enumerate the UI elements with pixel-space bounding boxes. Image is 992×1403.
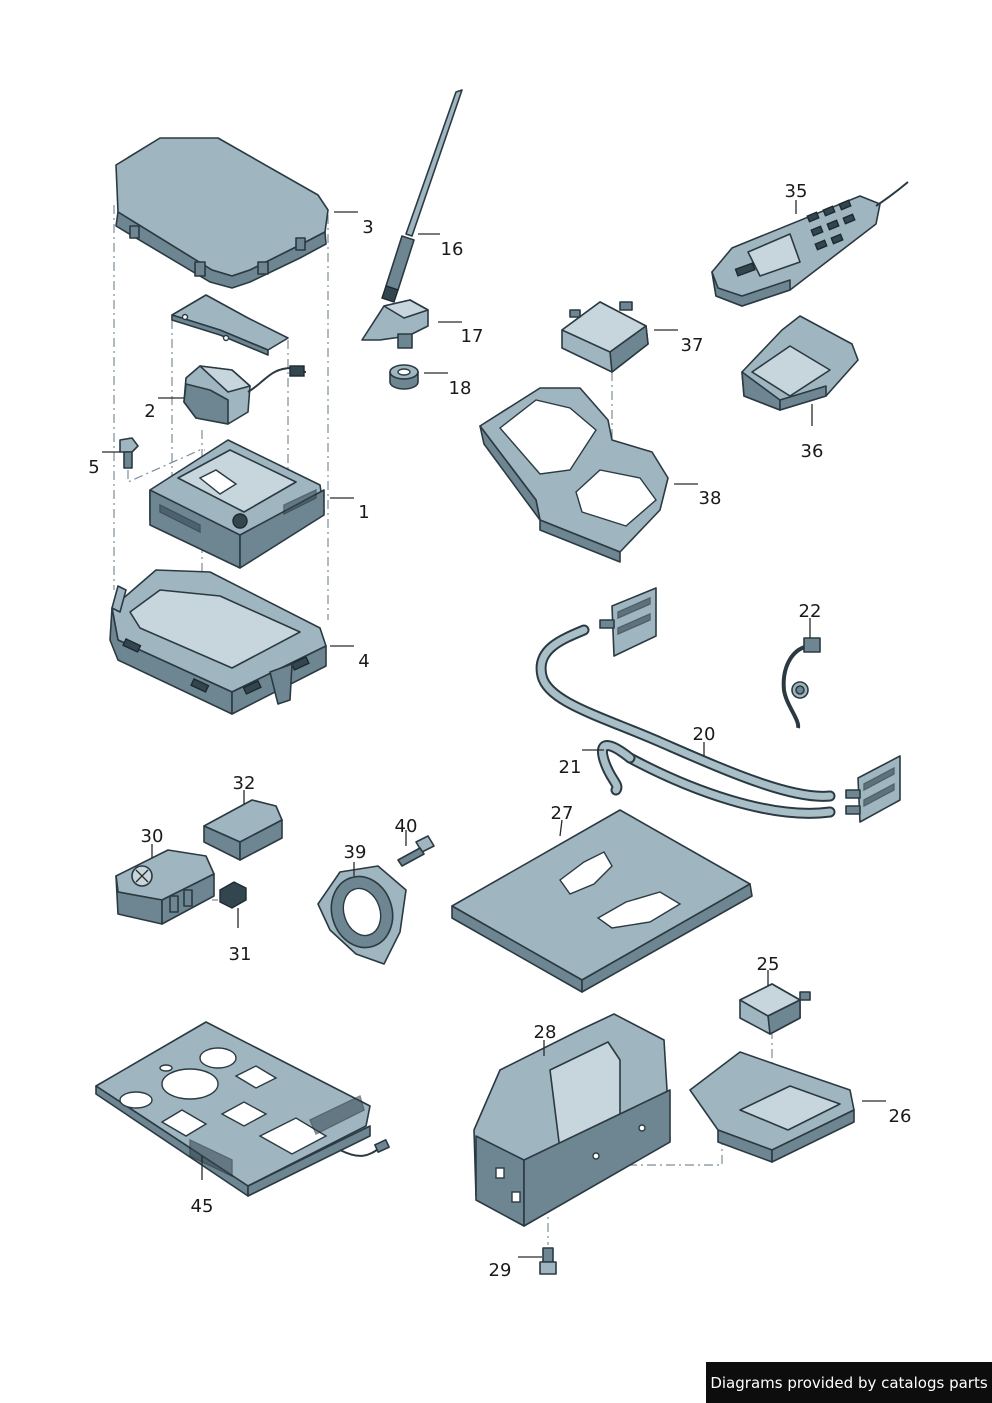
callout-40: 40 xyxy=(395,816,418,837)
credit-banner: Diagrams provided by catalogs parts xyxy=(706,1362,992,1403)
callout-16: 16 xyxy=(441,239,464,260)
part-17-antenna-base[interactable] xyxy=(361,299,429,349)
callout-29: 29 xyxy=(489,1260,512,1281)
callout-38: 38 xyxy=(699,488,722,509)
callout-37: 37 xyxy=(681,335,704,356)
leader-lines xyxy=(102,200,886,1258)
part-1-control-unit[interactable] xyxy=(149,439,325,569)
callout-labels: 3 16 17 18 2 5 1 4 35 37 36 38 22 20 21 … xyxy=(88,181,911,1281)
cable-connector-top xyxy=(599,587,657,657)
callout-28: 28 xyxy=(534,1022,557,1043)
callout-2: 2 xyxy=(144,401,155,422)
callout-20: 20 xyxy=(693,724,716,745)
part-31-connector[interactable] xyxy=(219,881,247,909)
part-40-screw[interactable] xyxy=(397,835,435,867)
part-5-bolt[interactable] xyxy=(119,437,139,469)
callout-26: 26 xyxy=(889,1106,912,1127)
part-3-cover[interactable] xyxy=(115,137,329,289)
callout-39: 39 xyxy=(344,842,367,863)
part-25-module[interactable] xyxy=(739,983,811,1035)
part-28-housing[interactable] xyxy=(473,1013,671,1227)
part-16-antenna-rod[interactable] xyxy=(381,89,463,303)
callout-36: 36 xyxy=(801,441,824,462)
callout-3: 3 xyxy=(362,217,373,238)
part-32-cap[interactable] xyxy=(203,799,283,861)
part-38-bracket[interactable] xyxy=(479,387,669,563)
part-45-panel[interactable] xyxy=(95,1021,390,1197)
callout-45: 45 xyxy=(191,1196,214,1217)
keypad-keys xyxy=(806,199,856,251)
part-2-module[interactable] xyxy=(183,365,307,425)
callout-21: 21 xyxy=(559,757,582,778)
part-22-wire-clip[interactable] xyxy=(781,637,821,729)
callout-32: 32 xyxy=(233,773,256,794)
callout-35: 35 xyxy=(785,181,808,202)
part-37-module[interactable] xyxy=(561,301,649,373)
part-4-tray[interactable] xyxy=(109,569,327,715)
callout-27: 27 xyxy=(551,803,574,824)
part-27-mounting-plate[interactable] xyxy=(451,809,753,993)
callout-4: 4 xyxy=(358,651,369,672)
part-30-switch[interactable] xyxy=(115,849,215,925)
part-39-speaker-ring[interactable] xyxy=(317,865,407,965)
cable-connector-bottom xyxy=(845,755,901,823)
part-20-cable[interactable] xyxy=(535,624,836,819)
callout-17: 17 xyxy=(461,326,484,347)
callout-25: 25 xyxy=(757,954,780,975)
part-29-bolt[interactable] xyxy=(539,1247,557,1275)
callout-1: 1 xyxy=(358,502,369,523)
callout-31: 31 xyxy=(229,944,252,965)
part-18-nut[interactable] xyxy=(389,364,419,390)
part-36-cradle[interactable] xyxy=(741,315,859,411)
callout-22: 22 xyxy=(799,601,822,622)
part-26-holder[interactable] xyxy=(689,1051,855,1163)
part-21-cable-branch[interactable] xyxy=(597,740,636,796)
callout-30: 30 xyxy=(141,826,164,847)
part-35-handset[interactable] xyxy=(711,181,909,307)
callout-5: 5 xyxy=(88,457,99,478)
callout-18: 18 xyxy=(449,378,472,399)
bracket-plate[interactable] xyxy=(171,294,289,356)
